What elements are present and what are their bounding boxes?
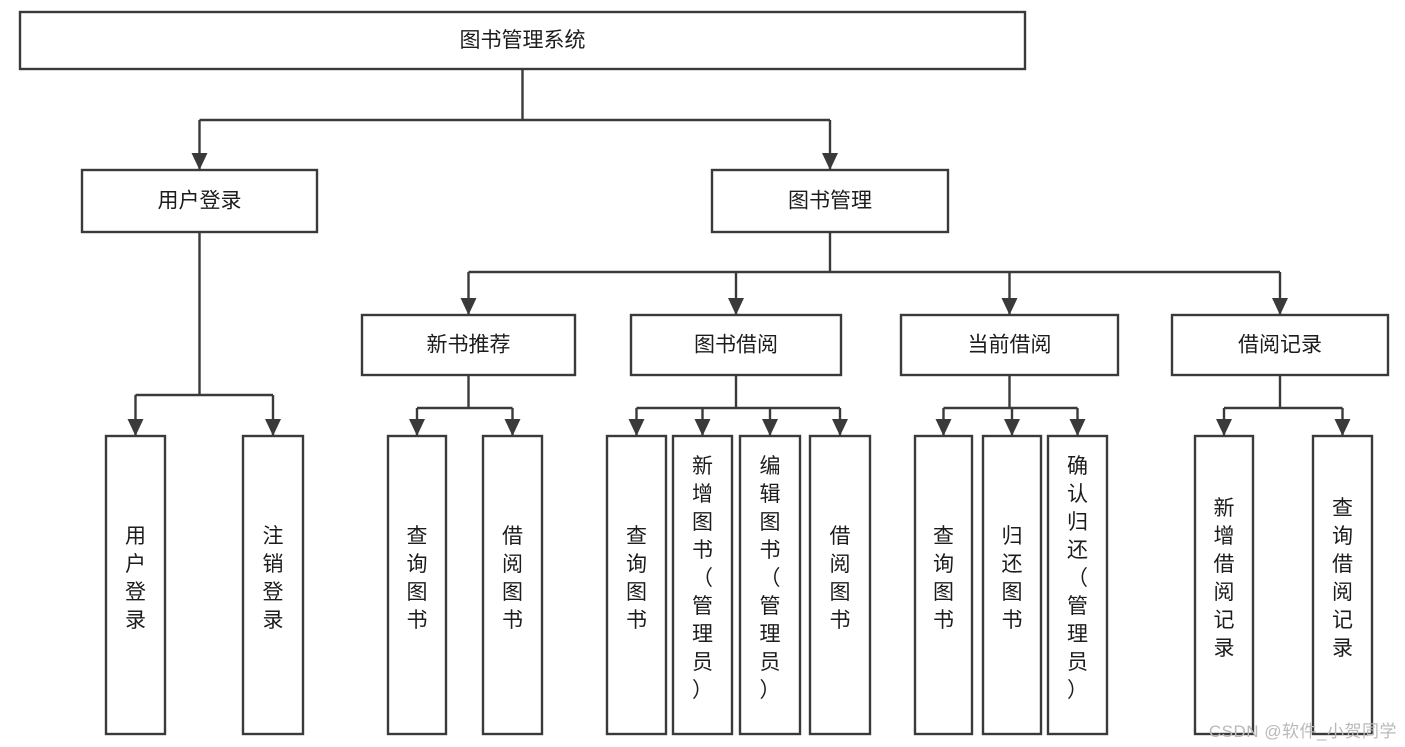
node-box-leaf-query-borrow-record [1311, 434, 1374, 736]
edge-group-root [191, 69, 838, 170]
node-box-leaf-user-login [104, 434, 167, 736]
node-box-current-borrow [899, 313, 1120, 377]
node-current-borrow[interactable]: 当前借阅 [899, 313, 1120, 377]
arrow-head-icon [1272, 298, 1288, 315]
node-leaf-logout-login[interactable]: 注销登录 [241, 434, 305, 736]
node-box-leaf-logout-login [241, 434, 305, 736]
connector-layer [127, 69, 1351, 436]
node-label-leaf-query-book-2: 查询图书 [626, 525, 647, 632]
node-label-book-manage: 图书管理 [788, 190, 872, 213]
node-root[interactable]: 图书管理系统 [18, 10, 1027, 71]
arrow-head-icon [191, 153, 208, 170]
node-leaf-borrow-book-2[interactable]: 借阅图书 [808, 434, 872, 736]
arrow-head-icon [265, 419, 281, 436]
node-book-manage[interactable]: 图书管理 [710, 168, 950, 234]
node-label-new-book-recommend: 新书推荐 [427, 334, 511, 357]
node-leaf-add-borrow-record[interactable]: 新增借阅记录 [1193, 434, 1255, 736]
node-label-borrow-record: 借阅记录 [1238, 334, 1322, 357]
node-leaf-confirm-return-admin[interactable]: 确认归还（管理员） [1046, 434, 1109, 736]
edge-group-borrow-record [1216, 375, 1351, 436]
arrow-head-icon [1001, 298, 1018, 315]
node-leaf-query-book-1[interactable]: 查询图书 [386, 434, 448, 736]
node-leaf-query-borrow-record[interactable]: 查询借阅记录 [1311, 434, 1374, 736]
arrow-head-icon [1334, 419, 1351, 436]
node-label-leaf-borrow-book-2: 借阅图书 [830, 525, 851, 632]
node-label-leaf-add-borrow-record: 新增借阅记录 [1214, 497, 1235, 660]
node-label-leaf-edit-book-admin: 编辑图书（管理员） [760, 455, 781, 702]
node-layer: 图书管理系统用户登录图书管理新书推荐图书借阅当前借阅借阅记录用户登录注销登录查询… [18, 10, 1390, 736]
node-box-book-borrow [629, 313, 843, 377]
node-label-leaf-query-borrow-record: 查询借阅记录 [1332, 497, 1353, 660]
arrow-head-icon [935, 419, 952, 436]
node-box-leaf-add-borrow-record [1193, 434, 1255, 736]
edge-group-book-borrow [628, 375, 848, 436]
node-leaf-add-book-admin[interactable]: 新增图书（管理员） [671, 434, 734, 736]
node-box-leaf-confirm-return-admin [1046, 434, 1109, 736]
node-label-leaf-borrow-book-1: 借阅图书 [502, 525, 523, 632]
node-book-borrow[interactable]: 图书借阅 [629, 313, 843, 377]
watermark-label: CSDN @软件_小贺同学 [1208, 722, 1397, 741]
edge-group-new-book-recommend [409, 375, 521, 436]
node-label-current-borrow: 当前借阅 [968, 334, 1052, 357]
node-label-leaf-confirm-return-admin: 确认归还（管理员） [1067, 455, 1088, 702]
node-label-leaf-query-book-1: 查询图书 [407, 525, 428, 632]
node-leaf-query-book-2[interactable]: 查询图书 [605, 434, 668, 736]
arrow-head-icon [762, 419, 778, 436]
node-new-book-recommend[interactable]: 新书推荐 [360, 313, 577, 377]
node-label-leaf-logout-login: 注销登录 [263, 525, 284, 632]
node-leaf-edit-book-admin[interactable]: 编辑图书（管理员） [738, 434, 802, 736]
node-label-leaf-user-login: 用户登录 [125, 525, 146, 632]
node-borrow-record[interactable]: 借阅记录 [1170, 313, 1390, 377]
node-box-root [18, 10, 1027, 71]
node-leaf-query-book-3[interactable]: 查询图书 [913, 434, 974, 736]
node-label-leaf-return-book: 归还图书 [1002, 525, 1023, 632]
node-label-user-login: 用户登录 [158, 190, 242, 213]
node-box-leaf-borrow-book-2 [808, 434, 872, 736]
edge-group-user-login [127, 232, 281, 436]
node-box-user-login [80, 168, 319, 234]
node-leaf-return-book[interactable]: 归还图书 [981, 434, 1043, 736]
arrow-head-icon [1216, 419, 1232, 436]
node-label-book-borrow: 图书借阅 [694, 334, 778, 357]
arrow-head-icon [832, 419, 848, 436]
node-box-leaf-borrow-book-1 [481, 434, 544, 736]
node-leaf-borrow-book-1[interactable]: 借阅图书 [481, 434, 544, 736]
edge-group-current-borrow [935, 375, 1086, 436]
node-label-root: 图书管理系统 [460, 29, 586, 52]
node-box-leaf-query-book-2 [605, 434, 668, 736]
arrow-head-icon [822, 153, 838, 170]
arrow-head-icon [728, 298, 744, 315]
node-box-leaf-query-book-1 [386, 434, 448, 736]
node-box-leaf-query-book-3 [913, 434, 974, 736]
node-box-book-manage [710, 168, 950, 234]
node-box-leaf-edit-book-admin [738, 434, 802, 736]
arrow-head-icon [504, 419, 521, 436]
node-label-leaf-add-book-admin: 新增图书（管理员） [692, 455, 713, 702]
arrow-head-icon [628, 419, 645, 436]
node-box-borrow-record [1170, 313, 1390, 377]
arrow-head-icon [1069, 419, 1086, 436]
arrow-head-icon [409, 419, 425, 436]
node-leaf-user-login[interactable]: 用户登录 [104, 434, 167, 736]
node-box-leaf-return-book [981, 434, 1043, 736]
node-label-leaf-query-book-3: 查询图书 [933, 525, 954, 632]
arrow-head-icon [694, 419, 711, 436]
node-box-leaf-add-book-admin [671, 434, 734, 736]
node-box-new-book-recommend [360, 313, 577, 377]
arrow-head-icon [1004, 419, 1020, 436]
node-user-login[interactable]: 用户登录 [80, 168, 319, 234]
arrow-head-icon [460, 298, 477, 315]
edge-group-book-manage [460, 232, 1288, 315]
arrow-head-icon [127, 419, 144, 436]
